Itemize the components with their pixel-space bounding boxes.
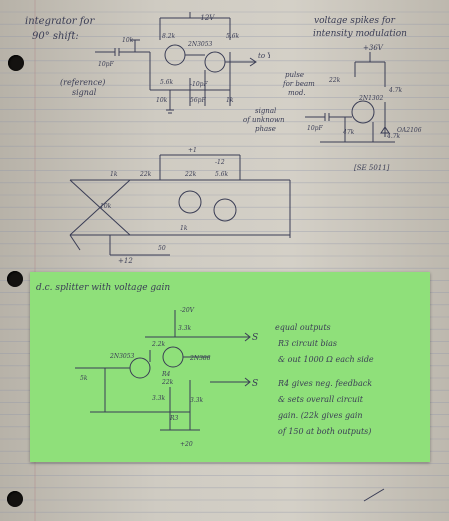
integrator-part-10: 1k xyxy=(226,97,234,104)
splitter-supply-top: -20V xyxy=(180,307,195,314)
note-line-6: gain. (22k gives gain xyxy=(278,411,363,420)
bridge-footer: +12 xyxy=(118,257,133,265)
integrator-part-9: 56pF xyxy=(190,97,206,104)
note-title: d.c. splitter with voltage gain xyxy=(36,283,171,293)
integrator-part-8: 10k xyxy=(156,97,168,104)
splitter-part-7: 22k xyxy=(161,379,174,386)
spikes-title-2: intensity modulation xyxy=(313,29,407,39)
spikes-title: voltage spikes for xyxy=(314,16,395,26)
integrator-part-2: 10pF xyxy=(98,61,114,68)
splitter-part-9: 3.3k xyxy=(190,397,204,404)
reference-label: (reference) xyxy=(60,78,106,87)
pulse-label-2: for beam xyxy=(283,80,315,88)
spikes-part-6: 47k xyxy=(342,129,355,136)
spikes-part-1: 22k xyxy=(328,77,341,84)
splitter-part-5: 2N388 xyxy=(189,355,211,362)
reference-label-2: signal xyxy=(72,88,97,97)
integrator-part-4: 5.6k xyxy=(226,33,240,40)
unknown-signal-label-2: of unknown xyxy=(243,116,285,124)
integrator-circuit: -12V 10k 10pF 8.2k 5.6k 2N3053 5.6k -10p… xyxy=(95,12,270,114)
splitter-out-2: S xyxy=(252,379,258,389)
splitter-circuit: -20V +20 S S 3.3k 2.2k R3 2N3053 2N388 R… xyxy=(75,307,258,448)
splitter-part-4: 2N3053 xyxy=(109,353,135,360)
binder-hole-middle xyxy=(7,271,23,287)
bridge-part-3: 22k xyxy=(184,171,197,178)
integrator-supply: -12V xyxy=(198,14,215,22)
splitter-part-10: 5k xyxy=(80,375,88,382)
bridge-part-5: 5.6k xyxy=(215,171,229,178)
pencil-mark xyxy=(363,488,385,502)
pulse-label-3: mod. xyxy=(288,89,306,97)
unknown-signal-label-3: phase xyxy=(255,125,276,133)
spikes-part-7: OA2106 xyxy=(397,127,422,134)
bridge-part-1: 1k xyxy=(110,171,118,178)
splitter-part-2: 2.2k xyxy=(151,341,166,348)
binder-hole-bottom xyxy=(7,491,23,507)
integrator-part-6: 5.6k xyxy=(160,79,174,86)
binder-hole-top xyxy=(8,55,24,71)
spikes-part-5: 4.7k xyxy=(386,133,401,140)
spikes-part-4: 10pF xyxy=(307,125,323,132)
bridge-part-9: 50 xyxy=(158,245,166,252)
splitter-part-3: R3 xyxy=(169,415,179,422)
bridge-part-4: 10k xyxy=(100,203,112,210)
splitter-part-1: 3.3k xyxy=(178,325,192,332)
spikes-part-2: 4.7k xyxy=(388,87,403,94)
note-line-7: of 150 at both outputs) xyxy=(278,427,372,436)
note-line-2: R3 circuit bias xyxy=(278,339,338,348)
splitter-supply-bottom: +20 xyxy=(180,441,193,448)
splitter-part-6: R4 xyxy=(161,371,171,378)
integrator-part-7: -10pF xyxy=(190,81,209,88)
bridge-circuit: 1k 22k 22k 10k 5.6k +1 -12 1k 50 xyxy=(69,147,291,256)
spikes-circuit: +36V 22k 4.7k 2N1302 10pF 4.7k 47k OA210… xyxy=(305,44,422,143)
bridge-part-2: 22k xyxy=(139,171,152,178)
bridge-part-6: +1 xyxy=(188,147,197,154)
integrator-output: to Y xyxy=(258,52,270,60)
note-line-1: equal outputs xyxy=(275,323,331,332)
sticky-note: d.c. splitter with voltage gain -20V +20… xyxy=(30,272,430,462)
note-line-5: & sets overall circuit xyxy=(278,395,363,404)
note-line-4: R4 gives neg. feedback xyxy=(278,379,373,388)
pulse-label: pulse xyxy=(285,71,304,79)
integrator-title-2: 90° shift: xyxy=(32,31,79,42)
spikes-supply: +36V xyxy=(363,44,384,52)
splitter-out-1: S xyxy=(252,333,258,343)
integrator-part-1: 10k xyxy=(122,37,134,44)
bridge-part-7: -12 xyxy=(215,159,225,166)
splitter-part-8: 3.3k xyxy=(152,395,166,402)
integrator-part-3: 8.2k xyxy=(162,33,176,40)
bridge-part-8: 1k xyxy=(180,225,188,232)
integrator-part-5: 2N3053 xyxy=(187,41,213,48)
integrator-title: integrator for xyxy=(25,16,95,27)
spikes-part-3: 2N1302 xyxy=(358,95,384,102)
unknown-signal-label: signal xyxy=(255,107,277,115)
spikes-scribble: [SE 5011] xyxy=(354,164,390,172)
note-line-3: & out 1000 Ω each side xyxy=(278,355,374,364)
